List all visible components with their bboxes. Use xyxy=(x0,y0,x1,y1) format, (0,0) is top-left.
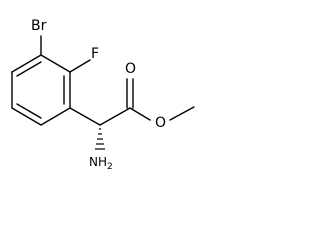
bond-c2-f xyxy=(69,59,91,73)
atom-label-amine: NH2 xyxy=(89,155,113,172)
atom-label-carbonyl-oxygen: O xyxy=(125,61,136,77)
ring-bond-c1-c2 xyxy=(40,54,71,73)
amine-subscript: 2 xyxy=(107,162,113,172)
ring-double-c4-c5 xyxy=(16,103,42,119)
bond-calpha-ccarbonyl xyxy=(99,107,131,126)
ring-double-c6-c1 xyxy=(16,61,42,77)
amine-text: NH xyxy=(89,155,107,169)
molecule-structure: Br F O O NH2 xyxy=(11,18,195,172)
benzene-ring xyxy=(11,54,71,126)
atom-label-ester-oxygen: O xyxy=(155,115,166,131)
bond-ccarbonyl-oester xyxy=(129,107,151,121)
ring-bond-c4-c5 xyxy=(11,107,42,126)
stereo-hash-bond xyxy=(95,128,105,150)
ring-bond-c3-c4 xyxy=(40,107,71,126)
atom-label-bromine: Br xyxy=(31,18,47,34)
bond-c3-calpha xyxy=(69,107,101,126)
ring-bond-c6-c1 xyxy=(11,54,42,73)
bond-oester-methyl xyxy=(169,106,195,121)
atom-label-fluorine: F xyxy=(91,46,99,62)
